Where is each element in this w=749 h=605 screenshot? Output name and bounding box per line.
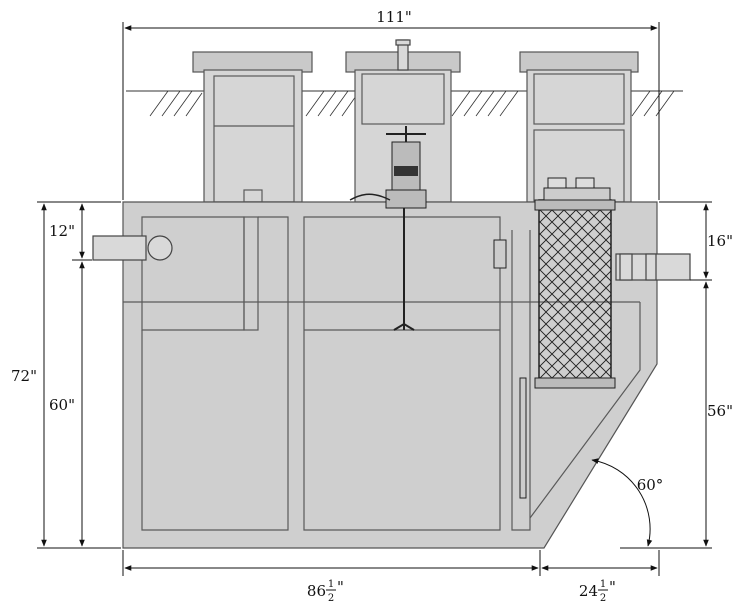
dim-label-inlet-depth: 12" [49,222,75,240]
dim-label-main-length: 86 [307,582,326,600]
dim-label-main-length-num: 1 [328,579,334,590]
riser-middle [345,39,461,203]
dim-main-length: 86 1 2 " [122,550,541,604]
dim-label-total-height: 72" [11,367,37,385]
riser-left [192,51,313,203]
dim-label-sloped-length-den: 2 [600,593,606,604]
dim-label-sloped-length-num: 1 [600,579,606,590]
effluent-pump [349,126,427,331]
inlet-pipe [92,235,173,261]
dim-inlet-depth: 12" [49,203,92,261]
dim-outlet-depth: 16" [659,201,733,281]
filter-basket [534,177,616,389]
dim-slope-angle: 60° [591,458,664,547]
dim-label-inlet-invert: 60" [49,396,75,414]
tank-baffles [123,216,641,531]
dim-label-outlet-depth: 16" [707,232,733,250]
dim-label-outlet-invert: 56" [707,402,733,420]
dim-label-sloped-length: 24 [579,582,598,600]
dim-overall-length: 111" [122,8,660,200]
dim-sloped-length: 24 1 2 " [541,550,660,604]
dim-label-main-length-inch: " [337,578,344,596]
dim-inlet-invert: 60" [49,261,85,547]
dim-label-main-length-den: 2 [328,593,334,604]
outlet-pipe [615,253,691,281]
dim-total-height: 72" [11,201,121,549]
dim-outlet-invert: 56" [620,281,733,549]
dim-label-slope-angle: 60° [637,476,664,494]
dim-label-sloped-length-inch: " [609,578,616,596]
float-bracket [493,239,527,499]
dim-label-overall-length: 111" [376,8,412,26]
